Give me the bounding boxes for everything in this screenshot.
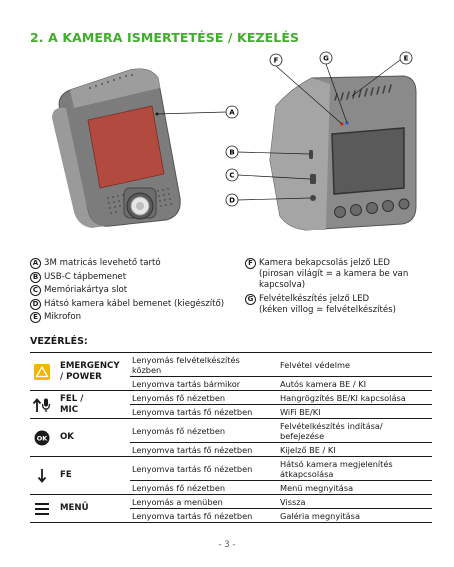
- control-group-ok: OK OK Lenyomás fő nézetben Felvételkészít…: [30, 419, 432, 457]
- controls-table: EMERGENCY / POWER Lenyomás felvételkészí…: [30, 352, 432, 523]
- legend-badge: C: [30, 285, 41, 296]
- function-cell: Vissza: [280, 496, 306, 507]
- action-cell: Lenyomva tartás fő nézetben: [132, 406, 253, 417]
- svg-text:C: C: [229, 172, 234, 180]
- camera-illustration: A B C D F G E: [52, 51, 417, 231]
- function-cell: Hangrögzítés BE/KI kapcsolása: [280, 392, 406, 403]
- svg-text:E: E: [404, 55, 409, 63]
- control-name: EMERGENCY / POWER: [60, 360, 120, 382]
- function-cell: Galéria megnyitása: [280, 510, 360, 521]
- table-row: Lenyomás fő nézetben Felvételkészítés ind…: [130, 419, 432, 443]
- legend-text: Mikrofon: [44, 312, 82, 322]
- legend-text: Memóriakártya slot: [44, 285, 128, 295]
- control-name: FE: [60, 470, 72, 480]
- action-cell: Lenyomás felvételkészítés közben: [132, 354, 240, 375]
- legend-badge: F: [245, 258, 256, 269]
- legend-badge: B: [30, 271, 41, 283]
- arrow-up-mic-icon: [30, 391, 54, 418]
- legend-badge: D: [30, 298, 41, 310]
- function-cell: Kijelző BE / KI: [280, 444, 336, 455]
- svg-text:G: G: [323, 55, 329, 63]
- menu-icon: [30, 495, 54, 522]
- svg-text:A: A: [229, 109, 235, 117]
- table-row: Lenyomva tartás fő nézetben WiFi BE/KI: [130, 405, 432, 418]
- page-number: - 3 -: [218, 540, 236, 550]
- control-group-emergency: EMERGENCY / POWER Lenyomás felvételkészí…: [30, 353, 432, 391]
- ok-icon: OK: [30, 419, 54, 456]
- control-group-menu: MENÜ Lenyomás a menüben Vissza Lenyomva t…: [30, 495, 432, 522]
- table-row: Lenyomás a menüben Vissza: [130, 495, 432, 509]
- table-row: Lenyomás felvételkészítés közben Felvétel…: [130, 353, 432, 377]
- legend-text: USB-C tápbemenet: [44, 271, 127, 282]
- function-cell: WiFi BE/KI: [280, 406, 321, 417]
- action-cell: Lenyomás a menüben: [132, 496, 223, 507]
- control-name: OK: [60, 432, 74, 442]
- function-cell: Autós kamera BE / KI: [280, 378, 367, 389]
- svg-text:F: F: [274, 57, 279, 65]
- svg-text:B: B: [229, 149, 234, 157]
- table-row: Lenyomás fő nézetben Hangrögzítés BE/KI k…: [130, 391, 432, 405]
- action-cell: Lenyomva tartás bármikor: [132, 378, 241, 389]
- action-cell: Lenyomva tartás fő nézetben: [132, 444, 253, 455]
- function-cell: Hátsó kamera megjelenítés átkapcsolása: [280, 458, 393, 479]
- function-cell: Felvételkészítés indítása/ befejezése: [280, 420, 383, 441]
- arrow-down-icon: [30, 457, 54, 494]
- control-group-up-mic: FEL / MIC Lenyomás fő nézetben Hangrögzít…: [30, 391, 432, 419]
- control-name: MENÜ: [60, 503, 89, 513]
- table-row: Lenyomva tartás fő nézetben Galéria megny…: [130, 509, 432, 522]
- svg-text:D: D: [229, 197, 235, 205]
- warning-icon: [30, 353, 54, 390]
- controls-title: VEZÉRLÉS:: [30, 336, 88, 347]
- svg-text:OK: OK: [37, 434, 49, 442]
- table-row: Lenyomva tartás bármikor Autós kamera BE …: [130, 377, 432, 390]
- page-title: 2. A KAMERA ISMERTETÉSE / KEZELÉS: [30, 30, 300, 45]
- control-name: FEL / MIC: [60, 393, 84, 415]
- action-cell: Lenyomás fő nézetben: [132, 392, 226, 403]
- control-group-down: FE Lenyomva tartás fő nézetben Hátsó kame…: [30, 457, 432, 495]
- legend-text: 3M matricás levehető tartó: [44, 258, 161, 268]
- legend-text: Kamera bekapcsolás jelző LED (pirosan vi…: [259, 258, 409, 290]
- camera-front-view: [52, 68, 181, 228]
- table-row: Lenyomás fő nézetben Menü megnyitása: [130, 481, 432, 494]
- action-cell: Lenyomva tartás fő nézetben: [132, 510, 253, 521]
- legend-badge: E: [30, 312, 41, 323]
- legend-badge: A: [30, 258, 41, 269]
- legend-text: Felvételkészítés jelző LED (kéken villog…: [259, 293, 397, 315]
- action-cell: Lenyomva tartás fő nézetben: [132, 463, 253, 474]
- table-row: Lenyomva tartás fő nézetben Kijelző BE / …: [130, 443, 432, 456]
- action-cell: Lenyomás fő nézetben: [132, 482, 226, 493]
- function-cell: Menü megnyitása: [280, 482, 354, 493]
- camera-rear-view: [269, 75, 417, 231]
- legend-text: Hátsó kamera kábel bemenet (kiegészítő): [44, 298, 225, 309]
- action-cell: Lenyomás fő nézetben: [132, 425, 226, 436]
- table-row: Lenyomva tartás fő nézetben Hátsó kamera …: [130, 457, 432, 481]
- function-cell: Felvétel védelme: [280, 359, 350, 370]
- legend-badge: G: [245, 293, 256, 305]
